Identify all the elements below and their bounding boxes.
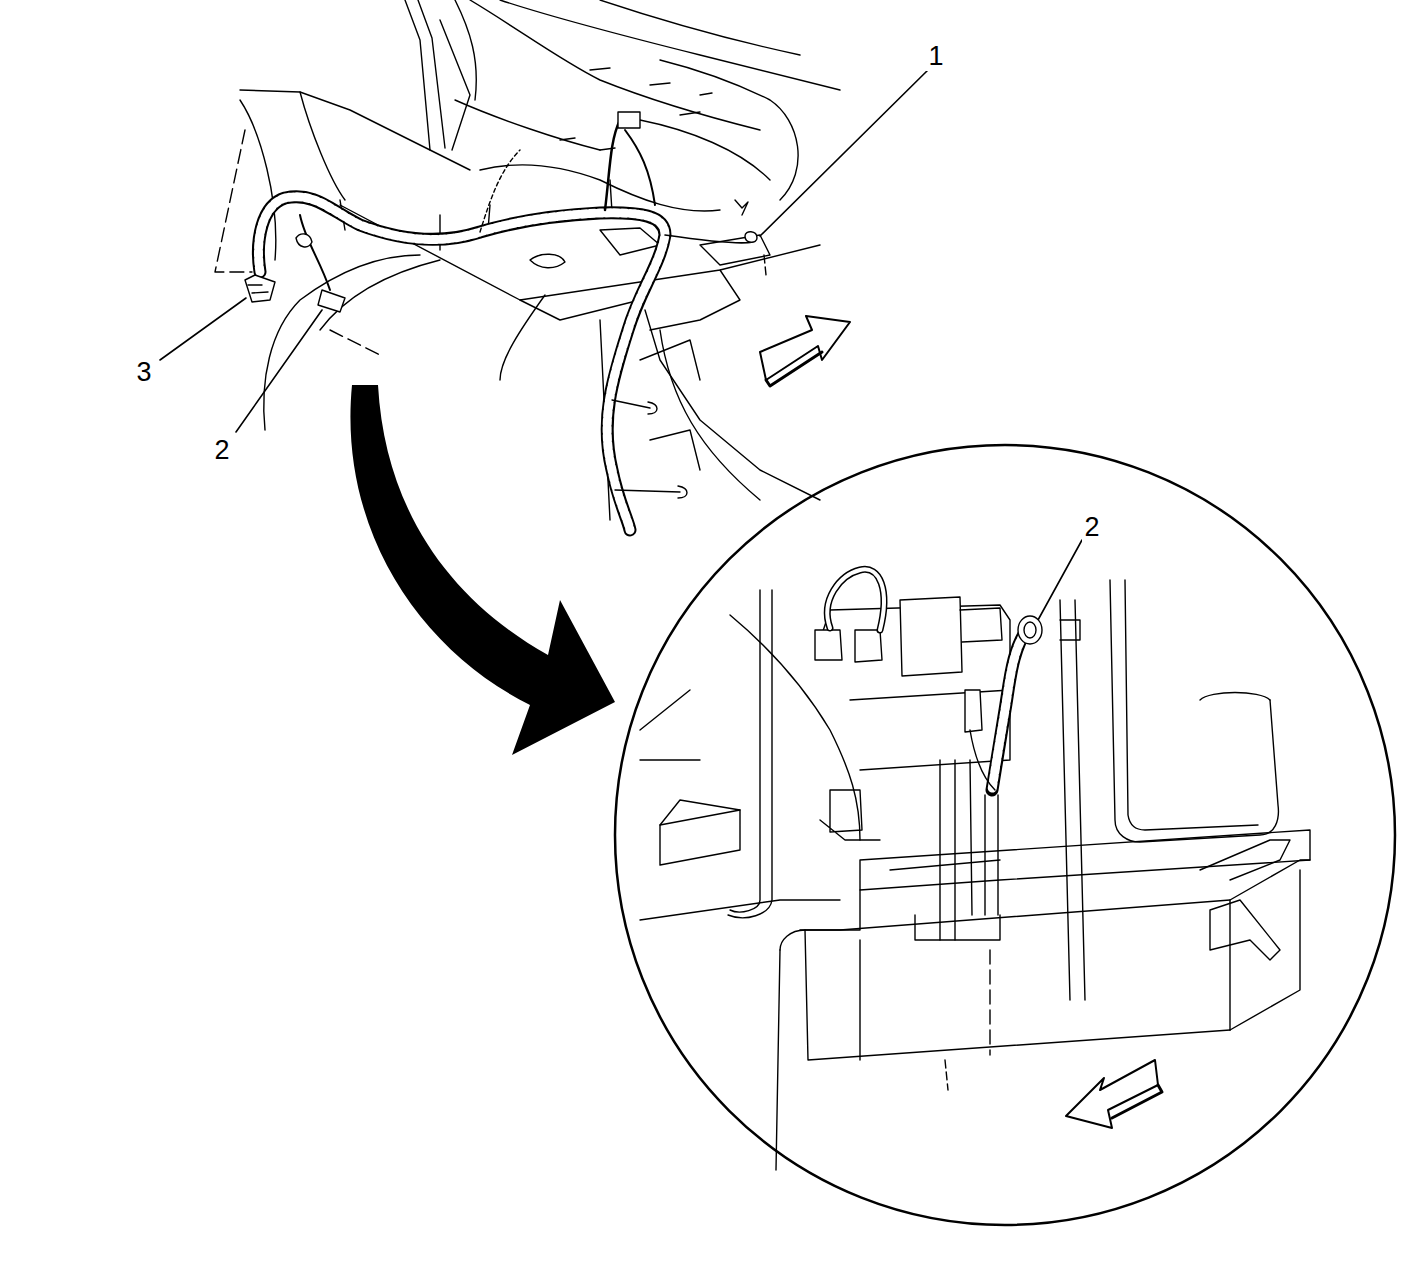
callout-number: 1: [926, 42, 945, 71]
callout-number: 2: [212, 436, 231, 465]
callout-number: 3: [134, 358, 153, 387]
leader-lines: [160, 68, 1082, 620]
front-arrow: [760, 316, 850, 380]
callout-number: 2: [1082, 513, 1101, 542]
detail-circle: [615, 445, 1395, 1225]
view-arrow: [350, 385, 615, 755]
body-structure: [240, 0, 840, 520]
wire-harness: [215, 112, 766, 530]
detail-view: [640, 569, 1310, 1170]
